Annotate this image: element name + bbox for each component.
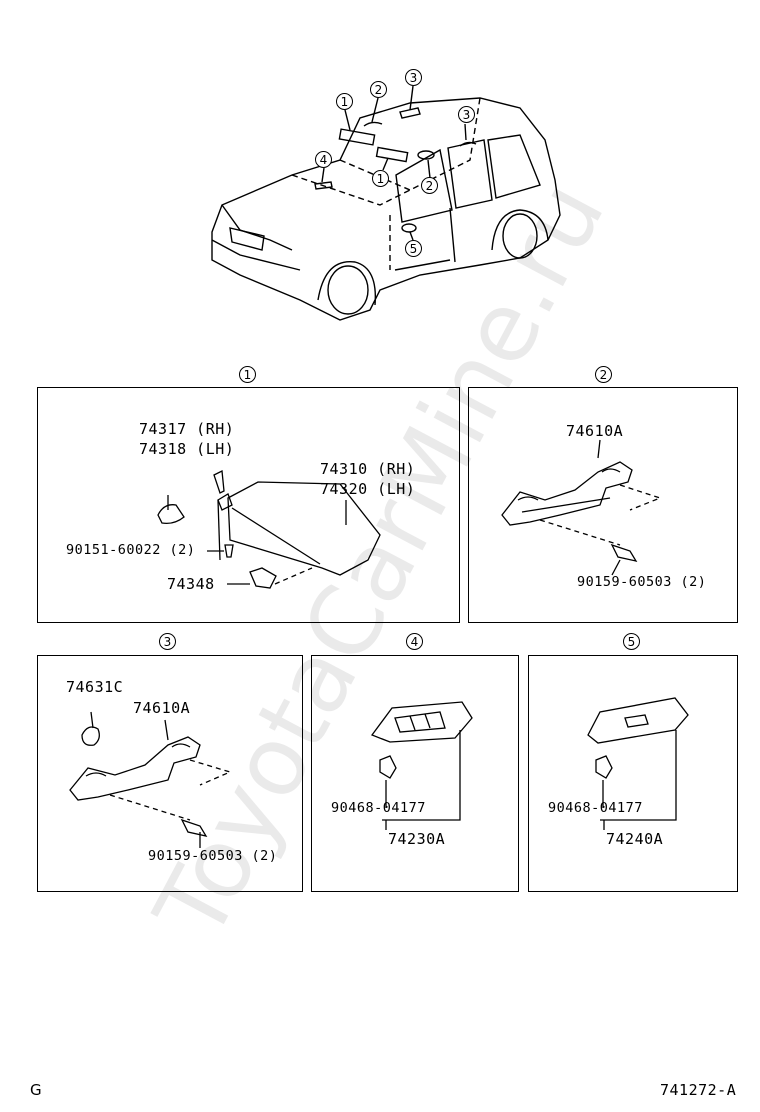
part-74310-rh: 74310 (RH) — [320, 460, 416, 478]
panel-4-box — [311, 655, 519, 892]
panel-3-box — [37, 655, 303, 892]
panel-1-box — [37, 387, 460, 623]
part-74318-lh: 74318 (LH) — [139, 440, 235, 458]
panel-4-marker: 4 — [406, 633, 423, 650]
footer-left-code: G — [30, 1081, 43, 1099]
footer-figure-number: 741272-A — [660, 1081, 737, 1099]
part-90151-60022: 90151-60022 (2) — [66, 542, 196, 558]
parts-drawing — [69, 439, 689, 848]
overview-callout-3b: 3 — [458, 106, 475, 123]
part-74631c: 74631C — [66, 678, 124, 696]
part-74320-lh: 74320 (LH) — [320, 480, 416, 498]
overview-callout-2: 2 — [370, 81, 387, 98]
panel-2-marker: 2 — [595, 366, 612, 383]
part-74230a: 74230A — [388, 830, 446, 848]
overview-callout-4: 4 — [315, 151, 332, 168]
overview-callout-3: 3 — [405, 69, 422, 86]
part-74240a: 74240A — [606, 830, 664, 848]
overview-callout-5: 5 — [405, 240, 422, 257]
part-90159-60503: 90159-60503 (2) — [577, 574, 707, 590]
overview-callout-1: 1 — [336, 93, 353, 110]
panel-5-box — [528, 655, 738, 892]
part-74348: 74348 — [167, 575, 215, 593]
overview-callout-2b: 2 — [421, 177, 438, 194]
panel-1-marker: 1 — [239, 366, 256, 383]
overview-callout-1b: 1 — [372, 170, 389, 187]
part-74610a: 74610A — [566, 422, 624, 440]
panel-3-marker: 3 — [159, 633, 176, 650]
part-90159-60503-b: 90159-60503 (2) — [148, 848, 278, 864]
panel-5-marker: 5 — [623, 633, 640, 650]
panel-2-box — [468, 387, 738, 623]
part-74610a-b: 74610A — [133, 699, 191, 717]
part-90468-04177-b: 90468-04177 — [548, 800, 643, 816]
part-90468-04177: 90468-04177 — [331, 800, 426, 816]
part-74317-rh: 74317 (RH) — [139, 420, 235, 438]
